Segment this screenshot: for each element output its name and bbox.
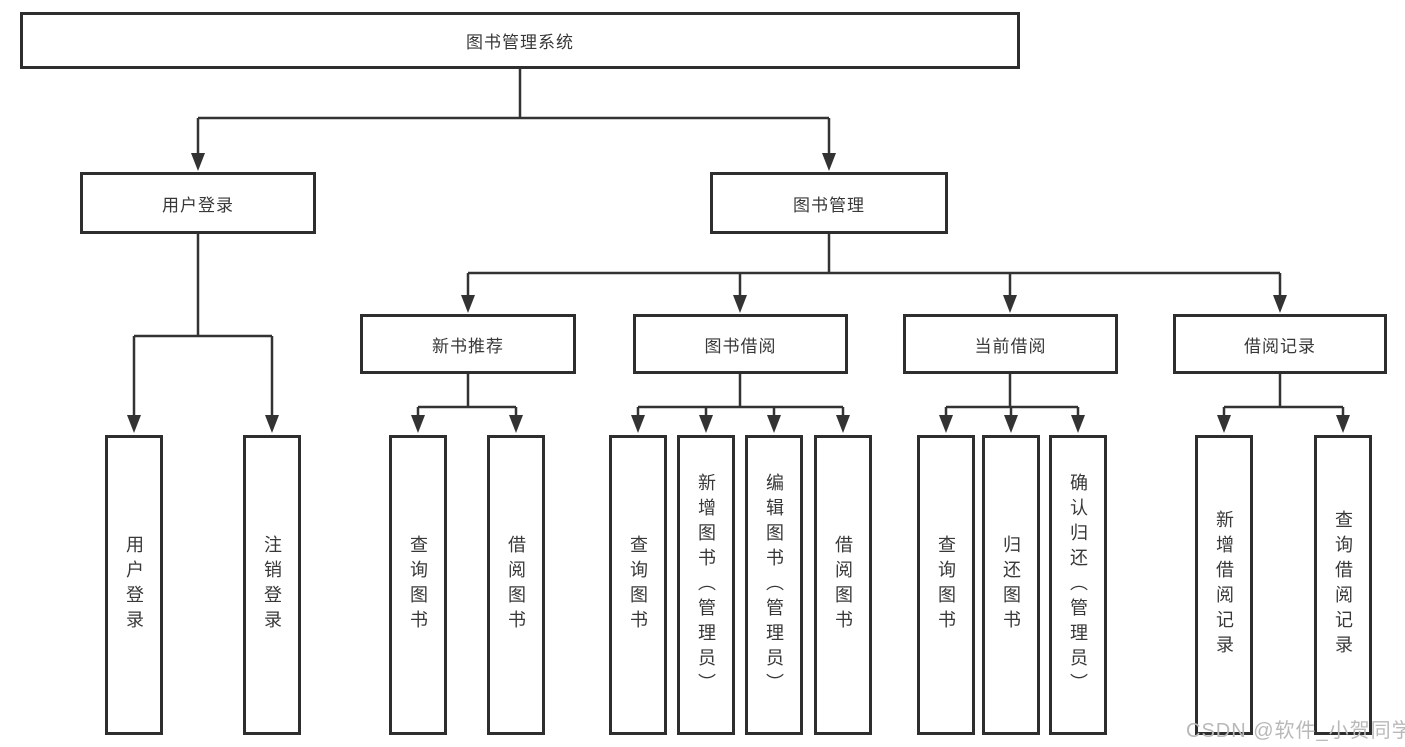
leaf-current-query-books: 查询图书 [917,435,975,735]
leaf-user-login-label: 用户登录 [124,535,144,635]
leaf-user-login: 用户登录 [105,435,163,735]
leaf-borrowing-query-books-label: 查询图书 [628,535,648,635]
leaf-recommend-borrow-books: 借阅图书 [487,435,545,735]
leaf-borrowing-borrow-books-label: 借阅图书 [833,535,853,635]
leaf-borrowing-borrow-books: 借阅图书 [814,435,872,735]
leaf-recommend-query-books-label: 查询图书 [408,535,428,635]
node-library-system: 图书管理系统 [20,12,1020,69]
leaf-borrowing-query-books: 查询图书 [609,435,667,735]
leaf-records-query-record-label: 查询借阅记录 [1333,510,1353,660]
leaf-current-return-books: 归还图书 [982,435,1040,735]
node-borrowing-records: 借阅记录 [1173,314,1387,374]
node-book-management: 图书管理 [710,172,948,234]
node-book-borrowing: 图书借阅 [633,314,848,374]
leaf-records-add-record: 新增借阅记录 [1195,435,1253,735]
leaf-logout-label: 注销登录 [262,535,282,635]
node-current-borrowing: 当前借阅 [903,314,1118,374]
leaf-recommend-borrow-books-label: 借阅图书 [506,535,526,635]
leaf-current-query-books-label: 查询图书 [936,535,956,635]
leaf-current-confirm-return-admin: 确认归还（管理员） [1049,435,1107,735]
csdn-watermark: CSDN @软件_小贺同学 [1186,720,1405,742]
node-user-login: 用户登录 [80,172,316,234]
leaf-borrowing-add-books-admin: 新增图书（管理员） [677,435,735,735]
leaf-recommend-query-books: 查询图书 [389,435,447,735]
leaf-logout: 注销登录 [243,435,301,735]
leaf-current-return-books-label: 归还图书 [1001,535,1021,635]
leaf-borrowing-edit-books-admin: 编辑图书（管理员） [745,435,803,735]
node-new-book-recommend: 新书推荐 [360,314,576,374]
leaf-borrowing-add-books-admin-label: 新增图书（管理员） [696,472,716,698]
leaf-records-add-record-label: 新增借阅记录 [1214,510,1234,660]
leaf-borrowing-edit-books-admin-label: 编辑图书（管理员） [764,472,784,698]
leaf-current-confirm-return-admin-label: 确认归还（管理员） [1068,472,1088,698]
leaf-records-query-record: 查询借阅记录 [1314,435,1372,735]
